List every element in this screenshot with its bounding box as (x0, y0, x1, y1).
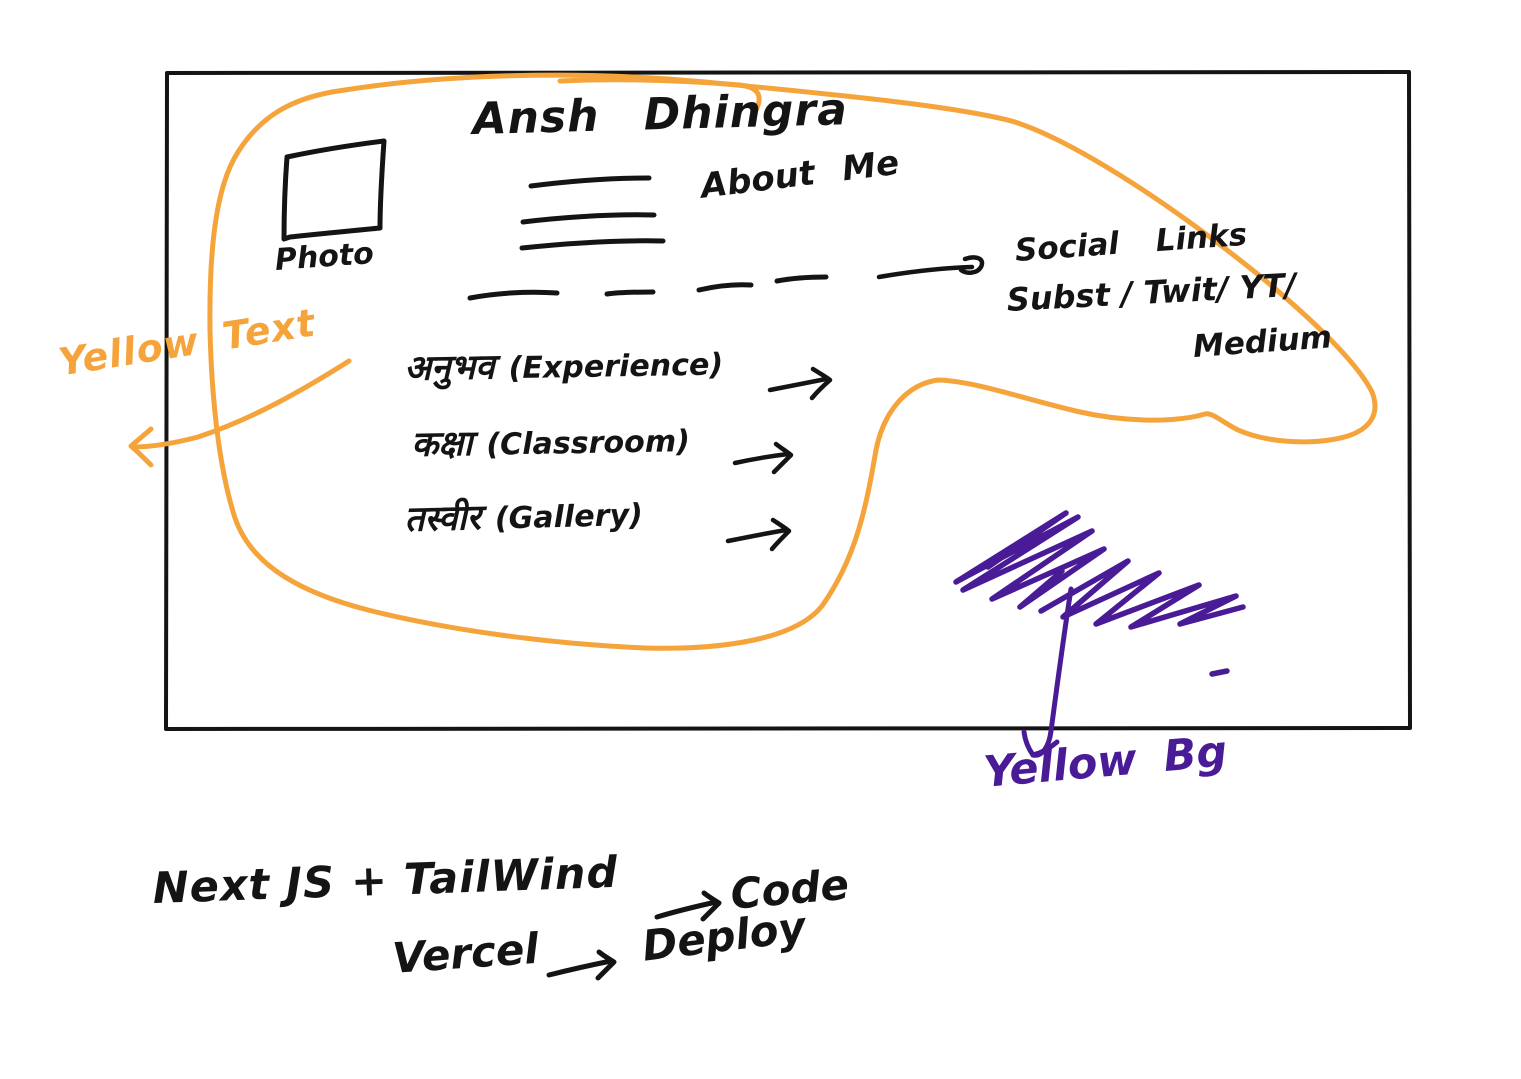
nav-arrow-experience-icon (767, 366, 833, 401)
dashed-placeholder-row (467, 274, 829, 301)
purple-marker-layer (953, 510, 1246, 758)
wireframe-border (164, 70, 1412, 731)
ink-sketch-layer (164, 70, 1412, 981)
nav-item-classroom-hindi: कक्षा (410, 423, 473, 465)
orange-highlight-layer (128, 72, 1378, 651)
arrow-to-social-links-icon (876, 255, 985, 280)
nav-item-experience: अनुभव (Experience) (403, 346, 724, 389)
nav-item-gallery-hindi: तस्वीर (403, 498, 482, 540)
photo-placeholder-label: Photo (273, 236, 375, 278)
nav-item-gallery-english: (Gallery) (494, 497, 644, 537)
orange-highlight-loop (207, 72, 1378, 651)
code-arrow-icon (654, 890, 722, 922)
yellow-text-arrow-icon (128, 358, 352, 468)
purple-scribble (953, 510, 1246, 677)
photo-box-sketch (281, 138, 387, 242)
nav-item-experience-hindi: अनुभव (403, 347, 495, 389)
deploy-arrow-icon (546, 949, 617, 981)
nav-arrow-gallery-icon (725, 517, 792, 552)
orange-loop-overlap-stroke (557, 77, 762, 113)
purple-arrow-icon (1021, 586, 1074, 758)
note-vercel: Vercel (390, 923, 541, 983)
nav-item-classroom: कक्षा (Classroom) (410, 423, 691, 465)
nav-arrow-classroom-icon (732, 441, 794, 475)
nav-item-gallery: तस्वीर (Gallery) (403, 497, 644, 540)
nav-item-experience-english: (Experience) (508, 347, 724, 387)
site-title: Ansh Dhingra (471, 84, 849, 145)
text-placeholder-lines (519, 175, 666, 251)
nav-item-classroom-english: (Classroom) (486, 424, 691, 463)
